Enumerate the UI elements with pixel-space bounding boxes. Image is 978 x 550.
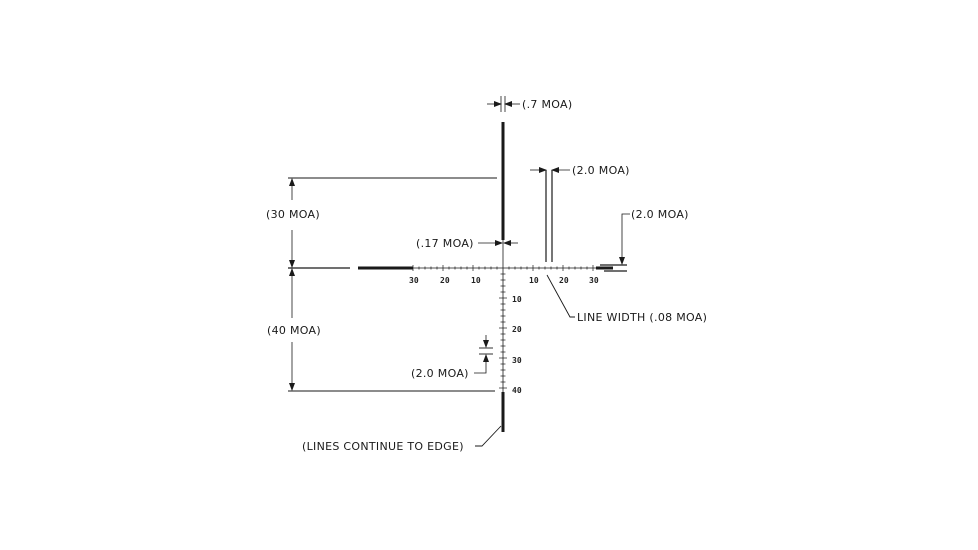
h-scale-left-10: 10 [471, 276, 481, 285]
v-scale-10: 10 [512, 295, 522, 304]
label-top-post-width: (.7 MOA) [522, 98, 572, 111]
label-edge-note: (LINES CONTINUE TO EDGE) [302, 440, 464, 453]
label-double-line-spacing: (2.0 MOA) [572, 164, 630, 177]
v-scale-40: 40 [512, 386, 522, 395]
v-scale-30: 30 [512, 356, 522, 365]
h-scale-left-30: 30 [409, 276, 419, 285]
label-right-double-line-spacing: (2.0 MOA) [631, 208, 689, 221]
label-line-width: LINE WIDTH (.08 MOA) [577, 311, 707, 324]
h-scale-left-20: 20 [440, 276, 450, 285]
label-vertical-tick-spacing: (2.0 MOA) [411, 367, 469, 380]
label-upper-dimension: (30 MOA) [266, 208, 320, 221]
label-center-line-width: (.17 MOA) [416, 237, 474, 250]
label-lower-dimension: (40 MOA) [267, 324, 321, 337]
h-scale-right-10: 10 [529, 276, 539, 285]
h-scale-right-30: 30 [589, 276, 599, 285]
h-scale-right-20: 20 [559, 276, 569, 285]
horizontal-ticks [412, 265, 594, 271]
v-scale-20: 20 [512, 325, 522, 334]
vertical-ticks [499, 273, 507, 389]
